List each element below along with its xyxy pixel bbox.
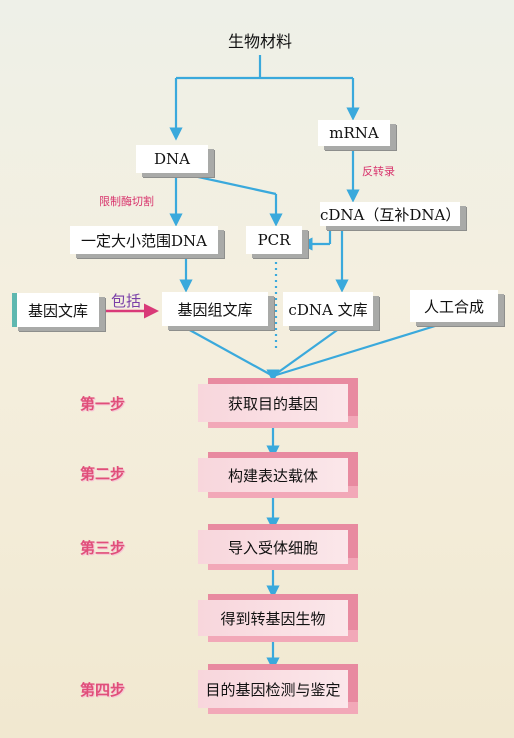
label-reverse: 反转录 [362, 165, 395, 178]
step-label-2: 第二步 [80, 465, 126, 483]
node-material: 生物材料 [227, 32, 292, 51]
label-restriction: 限制酶切割 [99, 195, 154, 208]
step-box-4: 得到转基因生物 [198, 600, 348, 636]
step-label-4: 第四步 [80, 681, 126, 699]
step-label-1: 第一步 [80, 395, 126, 413]
node-dna: DNA [136, 145, 208, 173]
node-cdna-library: cDNA 文库 [283, 292, 373, 326]
label-includes: 包括 [111, 292, 142, 310]
node-gene-library: 基因文库 [12, 293, 99, 327]
step-label-3: 第三步 [80, 539, 126, 557]
step-box-5: 目的基因检测与鉴定 [198, 670, 348, 708]
node-genomic-library: 基因组文库 [162, 292, 268, 326]
step-box-2: 构建表达载体 [198, 458, 348, 492]
node-pcr: PCR [246, 226, 302, 254]
step-box-1: 获取目的基因 [198, 384, 348, 422]
node-fixed-dna: 一定大小范围DNA [70, 226, 218, 254]
node-mrna: mRNA [318, 120, 390, 146]
node-artificial-synthesis: 人工合成 [410, 290, 498, 322]
step-box-3: 导入受体细胞 [198, 530, 348, 564]
node-cdna: cDNA（互补DNA） [320, 202, 460, 226]
